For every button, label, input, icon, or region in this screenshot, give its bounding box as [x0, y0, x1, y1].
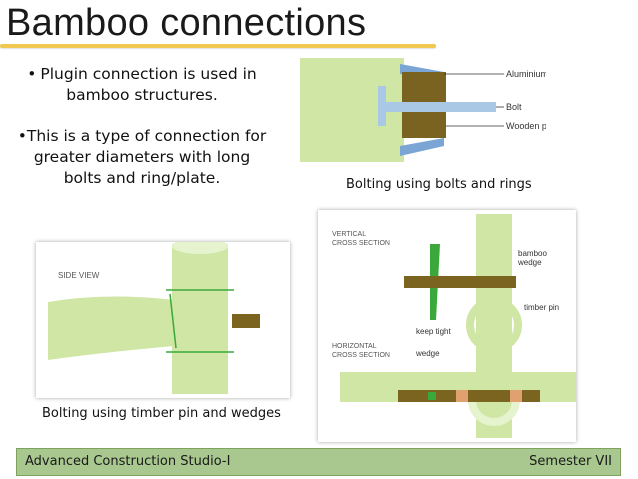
pin-collar-1	[456, 390, 468, 402]
label-plug: Wooden plug	[506, 121, 546, 131]
slide-title: Bamboo connections	[6, 2, 367, 44]
label-ring: Aluminium or steel ring	[506, 69, 546, 79]
label-horizontal-1: HORIZONTAL	[332, 343, 377, 350]
label-bamboo-2: wedge	[517, 258, 542, 267]
figure-bolts-and-rings: Aluminium or steel ring Bolt Wooden plug	[294, 50, 598, 178]
label-wedge: wedge	[415, 349, 440, 358]
label-vertical-2: CROSS SECTION	[332, 240, 390, 247]
bolt-head	[378, 86, 386, 126]
label-bamboo-1: bamboo	[518, 249, 547, 258]
bullet-connection-type: •This is a type of connection for greate…	[14, 126, 270, 189]
timber-pin-end	[232, 314, 260, 328]
title-underline	[0, 44, 436, 48]
bullet-marker: •	[27, 65, 37, 83]
vertical-bamboo	[172, 244, 228, 394]
side-view-diagram: SIDE VIEW	[48, 238, 260, 394]
bullet-marker: •	[17, 127, 27, 145]
caption-bolts-rings: Bolting using bolts and rings	[346, 177, 532, 192]
bullet-plugin-connection: •Plugin connection is used in bamboo str…	[18, 64, 266, 106]
bullet-text: Plugin connection is used in bamboo stru…	[40, 65, 257, 104]
bolts-rings-diagram: Aluminium or steel ring Bolt Wooden plug	[300, 58, 598, 162]
ring-bottom	[400, 138, 444, 156]
bolt-shaft	[384, 102, 496, 112]
label-side-view: SIDE VIEW	[58, 271, 100, 280]
bamboo-ring-section	[466, 297, 522, 353]
timber-pin-vertical	[404, 276, 516, 288]
label-bolt: Bolt	[506, 102, 522, 112]
label-timber-pin: timber pin	[524, 303, 559, 312]
figure-cross-sections: VERTICAL CROSS SECTION bamboo wedge timb…	[318, 210, 576, 442]
lashing-3	[169, 293, 177, 349]
bullet-text: This is a type of connection for greater…	[26, 127, 267, 187]
bamboo-top-end	[172, 238, 228, 254]
label-vertical-1: VERTICAL	[332, 231, 366, 238]
caption-timber-pin: Bolting using timber pin and wedges	[42, 406, 281, 421]
label-horizontal-2: CROSS SECTION	[332, 352, 390, 359]
horizontal-bamboo	[48, 296, 174, 360]
figure-timber-pin-side: SIDE VIEW	[36, 238, 290, 398]
label-keep-tight: keep tight	[416, 327, 451, 336]
cross-section-diagram: VERTICAL CROSS SECTION bamboo wedge timb…	[332, 214, 576, 438]
vertical-bamboo-section	[476, 214, 512, 438]
pin-collar-2	[510, 390, 522, 402]
footer-course: Advanced Construction Studio-I	[25, 454, 231, 469]
wedge-marker	[428, 392, 436, 400]
footer-semester: Semester VII	[529, 454, 612, 469]
slide-footer: Advanced Construction Studio-I Semester …	[16, 448, 621, 476]
